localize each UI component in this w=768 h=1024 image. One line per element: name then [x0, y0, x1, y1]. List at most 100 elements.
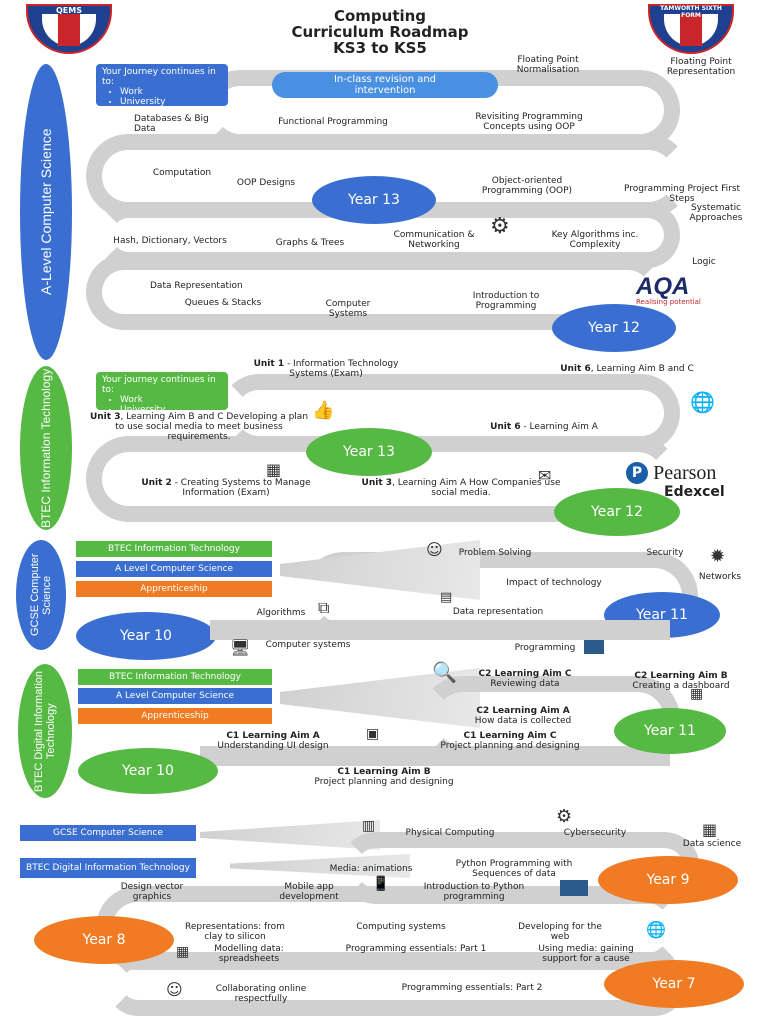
alevel-graphs: Graphs & Trees: [275, 238, 345, 248]
btec-dit-c1a: C1 Learning Aim A Understanding UI desig…: [188, 731, 358, 751]
flowchart-icon: ⧉: [318, 598, 330, 617]
ks3-datasci: Data science: [682, 839, 742, 849]
gcse-comp-systems: Computer systems: [265, 640, 351, 650]
btec-it-journey-apprentices: Apprentices: [120, 415, 222, 425]
dashboard-icon: ▦: [690, 686, 704, 702]
btec-dit-c1a-bold: C1 Learning Aim A: [226, 731, 320, 741]
python-laptop-icon: [584, 640, 604, 654]
gcse-data-rep: Data representation: [452, 607, 544, 617]
btec-it-unit1-bold: Unit 1: [253, 359, 285, 369]
alevel-journey-university: University: [120, 97, 222, 107]
social-media-icon: 👍: [312, 400, 335, 421]
aqa-logo-sub: Realising potential: [636, 298, 701, 306]
head-gear-icon: ☺: [426, 540, 443, 559]
alevel-floating-rep: Floating Point Representation: [666, 57, 736, 77]
btec-it-unit2-text: - Creating Systems to Manage Information…: [171, 478, 311, 498]
btec-dit-c2b: C2 Learning Aim B Creating a dashboard: [616, 671, 746, 691]
www-globe-icon: 🌐: [690, 390, 715, 414]
ks3-cyber: Cybersecurity: [563, 828, 627, 838]
alevel-project: Programming Project First Steps: [623, 184, 741, 204]
btec-dit-c1a-text: Understanding UI design: [217, 741, 329, 751]
pearson-logo: P Pearson Edexcel: [626, 462, 766, 499]
btec-dit-year11: Year 11: [614, 708, 726, 754]
ks3-mobile: Mobile app development: [279, 882, 339, 902]
aqa-logo: AQA Realising potential: [636, 273, 754, 307]
binary-icon: ▤: [440, 590, 453, 605]
ks3-prog-ess2: Programming essentials: Part 2: [401, 983, 543, 993]
btec-it-unit3bc-text: , Learning Aim B and C Developing a plan…: [115, 412, 309, 442]
btec-it-journey-work: Work: [120, 395, 222, 405]
ks3-web: Developing for the web: [518, 922, 602, 942]
btec-dit-option-alevel-cs: A Level Computer Science: [78, 688, 272, 704]
gcse-algorithms: Algorithms: [256, 608, 306, 618]
tamworth-logo-text: TAMWORTH SIXTH FORM: [660, 5, 722, 19]
alevel-side-label: A-Level Computer Science: [20, 64, 72, 360]
title-line-3: KS3 to KS5: [333, 39, 427, 57]
btec-dit-c1c: C1 Learning Aim C Project planning and d…: [412, 731, 608, 751]
btec-it-side-label: BTEC Information Technology: [20, 366, 72, 530]
ks3-option-btec-dit: BTEC Digital Information Technology: [20, 858, 196, 878]
edexcel-logo-text: Edexcel: [664, 484, 725, 500]
ks3-spreadsheets: Modelling data: spreadsheets: [214, 944, 284, 964]
ks3-year7: Year 7: [604, 960, 744, 1008]
gcse-security: Security: [646, 548, 684, 558]
btec-dit-c1b-text: Project planning and designing: [314, 777, 454, 787]
btec-it-unit6a-text: - Learning Aim A: [520, 422, 598, 432]
python-book-icon: [560, 880, 588, 896]
network-brain-icon: ⚙: [490, 214, 510, 239]
alevel-oop: Object-oriented Programming (OOP): [481, 176, 573, 196]
btec-it-unit3bc: Unit 3, Learning Aim B and C Developing …: [88, 412, 310, 442]
btec-dit-c2c-bold: C2 Learning Aim C: [478, 669, 572, 679]
alevel-data-rep: Data Representation: [150, 281, 243, 291]
gcse-programming: Programming: [514, 643, 576, 653]
ui-design-icon: ▣: [366, 726, 380, 742]
btec-dit-side-label: BTEC Digital Information Technology: [18, 664, 72, 798]
gcse-option-btec-it: BTEC Information Technology: [76, 541, 272, 557]
title-line-2: Curriculum Roadmap: [291, 23, 469, 41]
gcse-year10: Year 10: [76, 612, 216, 660]
ks3-physical: Physical Computing: [405, 828, 495, 838]
alevel-queues: Queues & Stacks: [184, 298, 262, 308]
gcse-option-alevel-cs: A Level Computer Science: [76, 561, 272, 577]
ks3-python-seq: Python Programming with Sequences of dat…: [455, 859, 573, 879]
pearson-logo-text: Pearson: [653, 462, 717, 484]
pearson-icon: P: [626, 462, 648, 484]
social-cluster-icon: ✉: [538, 466, 552, 485]
alevel-comms: Communication & Networking: [393, 230, 475, 250]
alevel-hash: Hash, Dictionary, Vectors: [113, 236, 227, 246]
gcse-option-apprenticeship: Apprenticeship: [76, 581, 272, 597]
title-line-1: Computing: [333, 7, 427, 25]
ks3-option-gcse-cs: GCSE Computer Science: [20, 825, 196, 841]
btec-dit-c2a: C2 Learning Aim A How data is collected: [458, 706, 588, 726]
btec-it-journey-university: University: [120, 405, 222, 415]
page-title: Computing Curriculum Roadmap KS3 to KS5: [230, 8, 530, 56]
btec-it-unit1-text: - Information Technology Systems (Exam): [284, 359, 399, 379]
alevel-journey-title: Your Journey continues in to:: [102, 67, 216, 87]
aqa-logo-text: AQA: [636, 273, 690, 300]
alevel-key-algs: Key Algorithms inc. Complexity: [551, 230, 639, 250]
btec-dit-option-apprenticeship: Apprenticeship: [78, 708, 272, 724]
alevel-comp-systems: Computer Systems: [325, 299, 371, 319]
alevel-journey-apprentices: Apprentices: [120, 107, 222, 117]
alevel-intro-prog: Introduction to Programming: [472, 291, 540, 311]
btec-it-journey-box: Your journey continues in to: Work Unive…: [96, 372, 228, 425]
btec-dit-road-bottom: [200, 746, 670, 766]
btec-it-unit3bc-bold: Unit 3: [89, 412, 121, 422]
qems-logo-text: QEMS: [56, 6, 82, 15]
btec-it-unit3a: Unit 3, Learning Aim A How Companies use…: [356, 478, 566, 498]
spreadsheet-icon: ▦: [266, 460, 282, 479]
alevel-revisiting: Revisiting Programming Concepts using OO…: [475, 112, 583, 132]
ks3-comp-systems: Computing systems: [356, 922, 446, 932]
ks3-clay: Representations: from clay to silicon: [185, 922, 285, 942]
alevel-year12: Year 12: [552, 304, 676, 352]
btec-dit-c2a-bold: C2 Learning Aim A: [476, 706, 570, 716]
btec-it-unit6bc-text: , Learning Aim B and C: [590, 364, 694, 374]
btec-it-unit6bc-bold: Unit 6: [560, 364, 591, 374]
gcse-problem-solving: Problem Solving: [458, 548, 532, 558]
spreadsheet-grid-icon: ▦: [176, 944, 190, 960]
gcse-side-label: GCSE Computer Science: [16, 540, 66, 650]
btec-it-unit3a-text: , Learning Aim A How Companies use socia…: [392, 478, 561, 498]
people-circle-icon: ☺: [166, 980, 183, 999]
btec-dit-c1c-bold: C1 Learning Aim C: [463, 731, 557, 741]
ks3-vector: Design vector graphics: [120, 882, 184, 902]
